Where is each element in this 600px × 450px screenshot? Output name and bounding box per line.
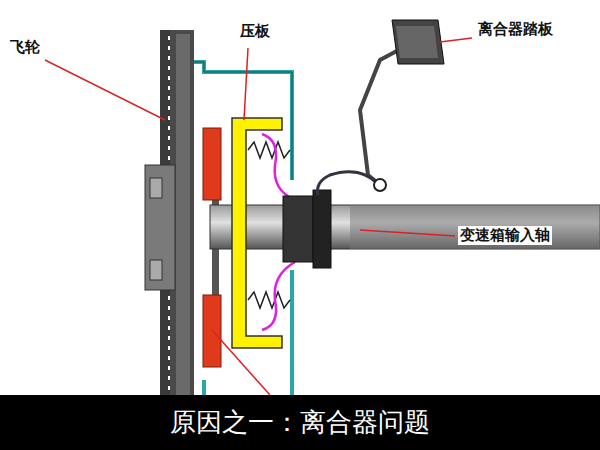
release-bearing [283, 190, 331, 268]
pedal-linkage [318, 20, 445, 195]
caption-text: 原因之一：离合器问题 [170, 405, 430, 440]
input-shaft [210, 205, 600, 249]
part-label: 变速箱输入轴 [458, 226, 552, 245]
leader-lines [45, 38, 472, 395]
part-label: 压板 [238, 22, 272, 41]
part-label: 离合器踏板 [476, 20, 555, 39]
part-label: 飞轮 [8, 38, 42, 57]
flywheel [145, 30, 194, 395]
